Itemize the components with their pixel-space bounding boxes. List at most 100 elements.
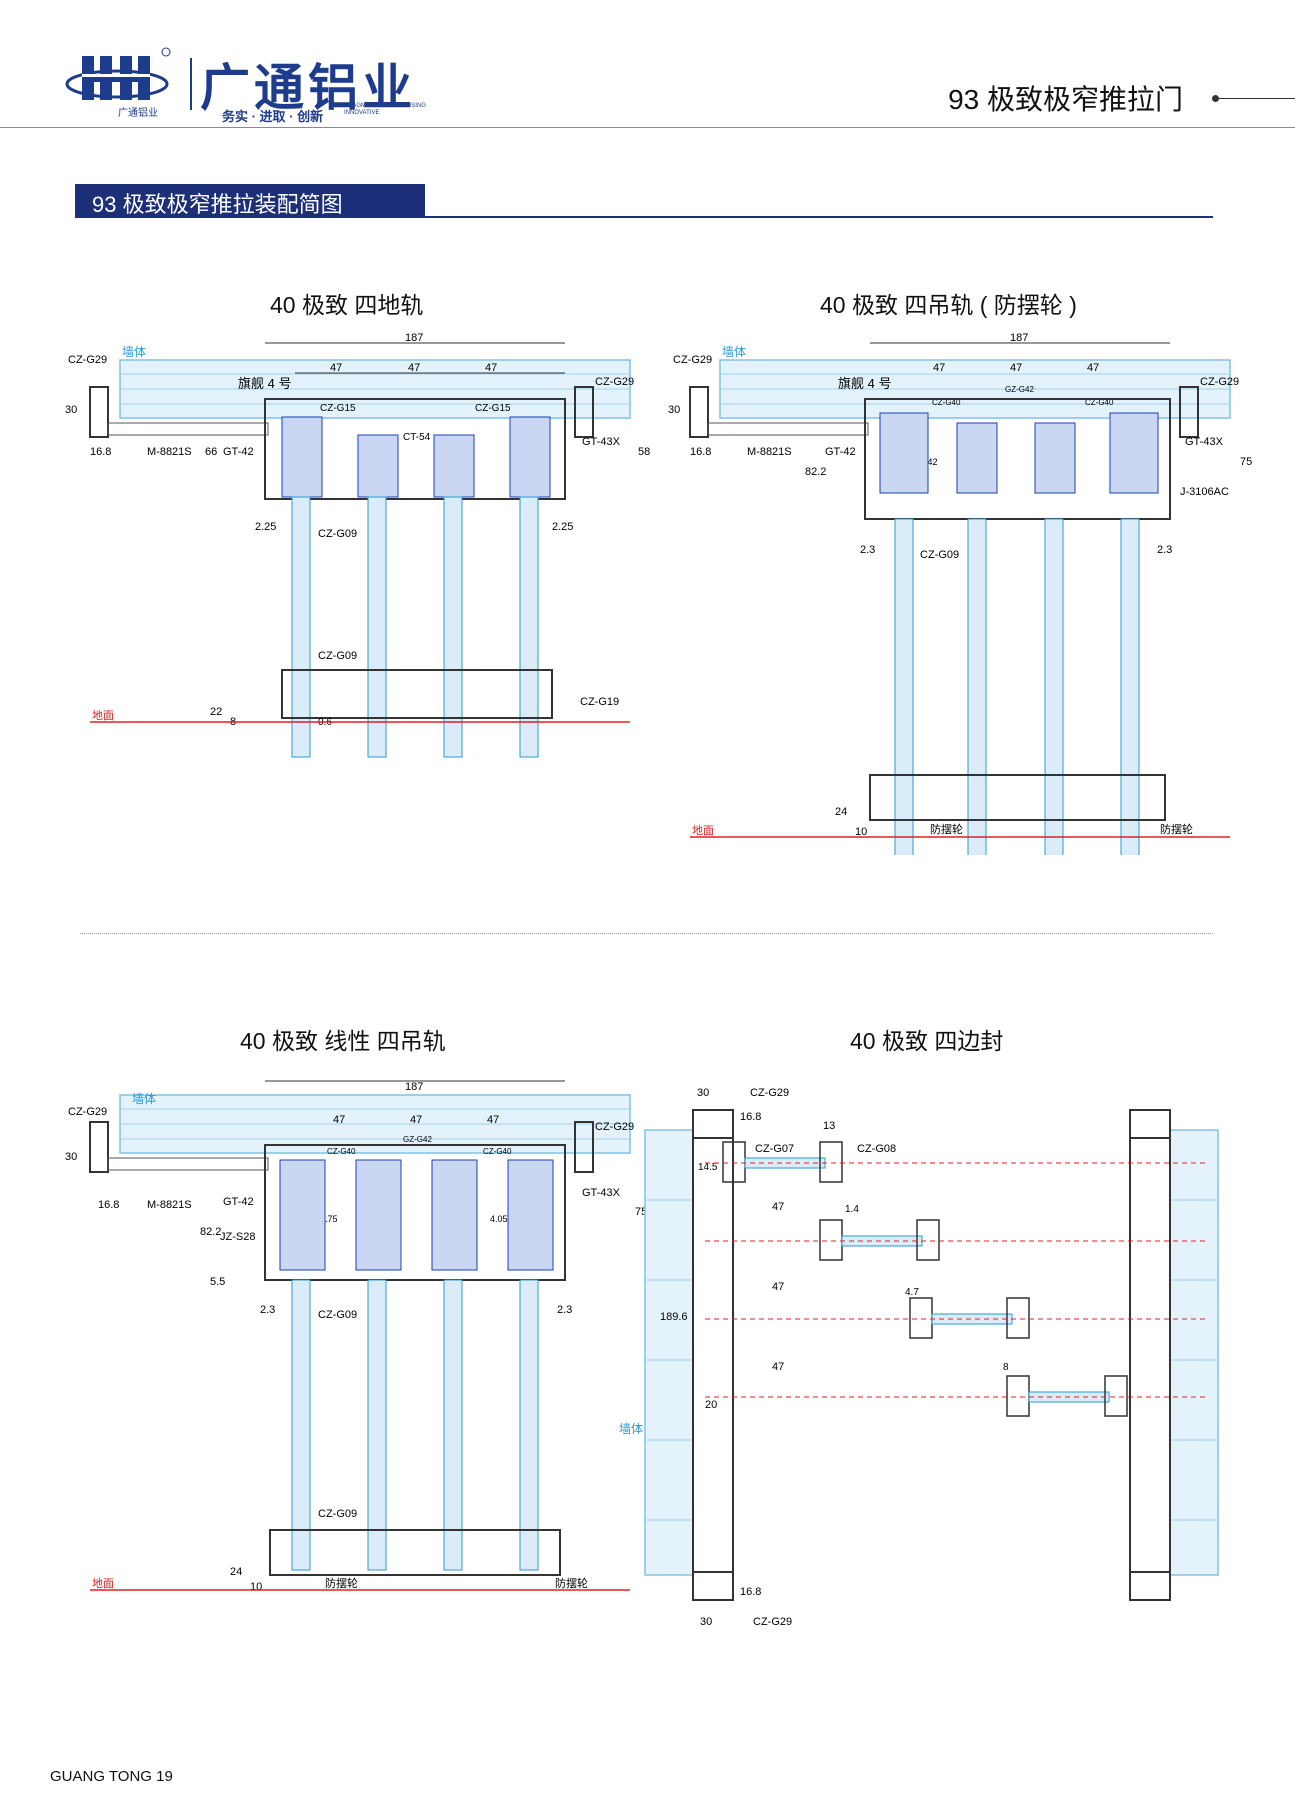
logo-mark-icon (65, 47, 171, 100)
dim-h822: 82.2 (805, 466, 826, 478)
dim-span-2: 47 (410, 1114, 422, 1126)
anti-wheel-label-2: 防摆轮 (1160, 822, 1193, 836)
dim-h1896: 189.6 (660, 1311, 688, 1323)
title-leader-dot (1212, 95, 1219, 102)
dim-left-w: 16.8 (98, 1199, 119, 1211)
part-cz-g40-2: CZ-G40 (483, 1147, 512, 1156)
page-title: 93 极致极窄推拉门 (948, 84, 1183, 115)
part-ct-54: CT-54 (403, 432, 431, 443)
part-gt-42: GT-42 (825, 446, 856, 458)
anti-wheel-label-2: 防摆轮 (555, 1576, 588, 1590)
logo (62, 46, 182, 118)
part-cz-g08: CZ-G08 (857, 1143, 896, 1155)
part-cz-g09-top: CZ-G09 (318, 1309, 357, 1321)
slogan: 务实 · 进取 · 创新 (222, 109, 324, 124)
diagram-1: 墙体 187 47 47 47 旗舰 4 号 CZ-G29 30 16.8 M-… (65, 332, 650, 758)
part-cz-g29-top: CZ-G29 (750, 1087, 789, 1099)
dim-total: 187 (1010, 332, 1028, 344)
dim-span-1: 47 (933, 362, 945, 374)
dim-span-3: 47 (1087, 362, 1099, 374)
part-gz-g42: GZ-G42 (403, 1135, 432, 1144)
anti-wheel-label-1: 防摆轮 (325, 1576, 358, 1590)
part-m-8821s: M-8821S (147, 446, 192, 458)
dim-span-1: 47 (333, 1114, 345, 1126)
dim-47b: 4.7 (905, 1287, 919, 1298)
dim-gap-left: 2.25 (255, 521, 276, 533)
wall-label: 墙体 (722, 345, 746, 359)
part-cz-g29-right: CZ-G29 (595, 376, 634, 388)
dim-w13: 13 (823, 1120, 835, 1132)
diagram-3-title: 40 极致 线性 四吊轨 (240, 1028, 446, 1054)
footer-page-label: GUANG TONG 19 (50, 1768, 173, 1785)
part-gz-g42: GZ-G42 (1005, 385, 1034, 394)
sash-group (279, 1159, 554, 1571)
floor-label: 地面 (92, 709, 114, 722)
dim-span-3: 47 (487, 1114, 499, 1126)
part-cz-g40-1: CZ-G40 (932, 398, 961, 407)
dim-span-2: 47 (1010, 362, 1022, 374)
part-cz-g29-left: CZ-G29 (673, 354, 712, 366)
header-rule (0, 127, 1295, 128)
slogan-en: PRAGMATIC ENTERPRISING INNOVATIVE (344, 103, 426, 116)
dim-h168-top: 16.8 (740, 1111, 761, 1123)
part-jz-s28: JZ-S28 (220, 1231, 255, 1243)
wall-label: 墙体 (619, 1422, 643, 1436)
dim-h10: 10 (855, 826, 867, 838)
flagship-label: 旗舰 4 号 (838, 376, 891, 391)
dim-span-2: 47 (408, 362, 420, 374)
logo-caption: 广通铝业 (118, 108, 158, 119)
dim-gap-right: 2.3 (1157, 544, 1172, 556)
dim-h66: 66 (205, 446, 217, 458)
diagram-1-title: 40 极致 四地轨 (270, 292, 424, 318)
middle-divider (80, 933, 1213, 934)
diagram-4: 墙体 30 CZ-G29 16.8 CZ-G07 13 CZ-G08 14.5 … (619, 1087, 1219, 1628)
part-cz-g29-left: CZ-G29 (68, 1106, 107, 1118)
section-bar (75, 184, 425, 218)
flagship-label: 旗舰 4 号 (238, 376, 291, 391)
part-cz-g40-2: CZ-G40 (1085, 398, 1114, 407)
wall-label: 墙体 (132, 1092, 156, 1106)
dim-s47-1: 47 (772, 1201, 784, 1213)
part-cz-g15-2: CZ-G15 (475, 403, 511, 414)
diagram-2: 墙体 187 47 47 47 旗舰 4 号 GZ-G42 CZ-G40 CZ-… (668, 332, 1252, 855)
dim-h55: 5.5 (210, 1276, 225, 1288)
diagram-2-title: 40 极致 四吊轨 ( 防摆轮 ) (820, 292, 1077, 318)
dim-gap-right: 2.3 (557, 1304, 572, 1316)
dim-gap-left: 2.3 (260, 1304, 275, 1316)
dim-d20: 20 (705, 1399, 717, 1411)
wall-label: 墙体 (122, 345, 146, 359)
part-gt-43x: GT-43X (582, 436, 621, 448)
diagram-4-title: 40 极致 四边封 (850, 1028, 1004, 1054)
part-cz-g29-right: CZ-G29 (595, 1121, 634, 1133)
section-title: 93 极致极窄推拉装配简图 (92, 192, 343, 217)
part-gt-42: GT-42 (223, 1196, 254, 1208)
dim-14: 1.4 (845, 1204, 859, 1215)
section-rule (425, 216, 1213, 218)
part-m-8821s: M-8821S (747, 446, 792, 458)
dim-left-w: 16.8 (690, 446, 711, 458)
dim-405: 4.05 (490, 1214, 508, 1224)
head-frame (264, 398, 566, 500)
part-gt-42: GT-42 (223, 446, 254, 458)
dim-h822: 82.2 (200, 1226, 221, 1238)
part-cz-g09-bottom: CZ-G09 (318, 1508, 357, 1520)
brand-name: 广通铝业 (200, 60, 416, 116)
part-j-3106ac: J-3106AC (1180, 486, 1229, 498)
dim-h58: 58 (638, 446, 650, 458)
dim-1575: 15.75 (315, 1214, 338, 1224)
title-leader-line (1215, 98, 1295, 99)
dim-s47-2: 47 (772, 1281, 784, 1293)
dim-span-3: 47 (485, 362, 497, 374)
dim-h10: 10 (250, 1581, 262, 1593)
dim-h24: 24 (230, 1566, 242, 1578)
part-gt-43x: GT-43X (582, 1187, 621, 1199)
part-cz-g15-1: CZ-G15 (320, 403, 356, 414)
dim-h22: 22 (210, 706, 222, 718)
dim-h24: 24 (835, 806, 847, 818)
part-cz-g29-right: CZ-G29 (1200, 376, 1239, 388)
part-cz-g09-top: CZ-G09 (318, 528, 357, 540)
part-cz-g19: CZ-G19 (580, 696, 619, 708)
dim-h168-bottom: 16.8 (740, 1586, 761, 1598)
dim-8: 8 (1003, 1362, 1009, 1373)
dim-total: 187 (405, 1081, 423, 1093)
